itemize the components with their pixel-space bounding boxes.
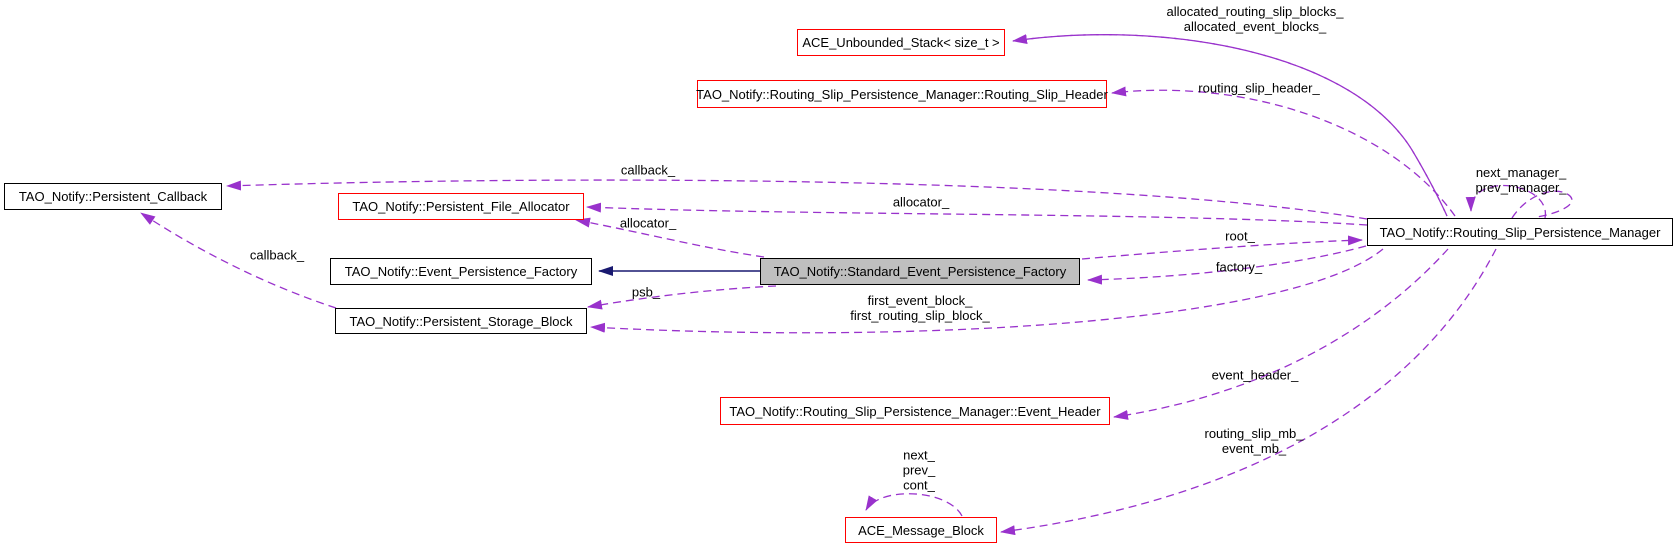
edge-allocator-right xyxy=(586,202,1368,226)
edge-manager-self-loop-strand xyxy=(1511,190,1573,219)
edge-label-routing-slip-mb: routing_slip_mb_ xyxy=(1204,426,1304,441)
edge-label-event-mb: event_mb_ xyxy=(1221,441,1287,456)
edge-label-allocated-line1: allocated_routing_slip_blocks_ xyxy=(1166,4,1344,19)
edge-event-header xyxy=(1113,248,1449,420)
edge-first-blocks xyxy=(590,248,1384,334)
edge-label-event-header: event_header_ xyxy=(1211,367,1299,383)
edge-label-routing-slip-header: routing_slip_header_ xyxy=(1198,80,1320,96)
node-routing-slip-header[interactable]: TAO_Notify::Routing_Slip_Persistence_Man… xyxy=(696,80,1108,108)
edge-label-mb: routing_slip_mb_ event_mb_ xyxy=(1204,426,1303,456)
edge-label-next-manager: next_manager_ xyxy=(1475,165,1567,180)
edge-manager-self-loop xyxy=(1465,184,1546,219)
edge-label-prev: prev_ xyxy=(902,462,936,478)
edge-label-callback-lower: callback_ xyxy=(249,247,305,263)
edge-callback-top xyxy=(226,179,1368,220)
edge-label-cont: cont_ xyxy=(903,477,935,493)
node-ace-message-block[interactable]: ACE_Message_Block xyxy=(845,517,997,543)
edge-label-first-routing-slip-block: first_routing_slip_block_ xyxy=(850,308,990,323)
node-event-persistence-factory[interactable]: TAO_Notify::Event_Persistence_Factory xyxy=(330,258,592,285)
node-ace-unbounded-stack[interactable]: ACE_Unbounded_Stack< size_t > xyxy=(797,29,1005,56)
edge-label-psb: psb_ xyxy=(631,284,661,300)
edge-label-first-event-block: first_event_block_ xyxy=(867,293,973,308)
edge-allocator-left xyxy=(575,217,765,258)
edge-label-first-blocks: first_event_block_ first_routing_slip_bl… xyxy=(850,293,989,323)
node-persistent-file-allocator[interactable]: TAO_Notify::Persistent_File_Allocator xyxy=(338,193,584,220)
node-routing-slip-persistence-manager[interactable]: TAO_Notify::Routing_Slip_Persistence_Man… xyxy=(1367,218,1673,246)
edge-label-allocated-blocks: allocated_routing_slip_blocks_ allocated… xyxy=(1166,4,1343,34)
node-standard-event-persistence-factory[interactable]: TAO_Notify::Standard_Event_Persistence_F… xyxy=(760,258,1080,285)
edge-label-message-block-self: next_ prev_ cont_ xyxy=(903,448,936,493)
node-persistent-storage-block[interactable]: TAO_Notify::Persistent_Storage_Block xyxy=(335,308,587,334)
edge-label-allocator-right: allocator_ xyxy=(892,194,950,210)
edge-label-callback-top: callback_ xyxy=(620,162,676,178)
edge-label-allocated-line2: allocated_event_blocks_ xyxy=(1183,19,1327,34)
edge-label-manager-self: next_manager_ prev_manager_ xyxy=(1475,165,1566,195)
edge-label-next: next_ xyxy=(903,447,935,463)
edge-allocated-blocks-arrow xyxy=(1012,34,1448,217)
edge-label-factory: factory_ xyxy=(1215,259,1263,275)
edge-label-allocator-left: allocator_ xyxy=(619,215,677,231)
edge-routing-slip-mb xyxy=(1000,248,1497,536)
node-event-header[interactable]: TAO_Notify::Routing_Slip_Persistence_Man… xyxy=(720,397,1110,425)
edge-label-root: root_ xyxy=(1225,228,1255,244)
edge-psb xyxy=(587,285,777,310)
edge-label-prev-manager: prev_manager_ xyxy=(1475,180,1567,195)
edge-allocated-blocks xyxy=(1012,34,1448,217)
edge-callback-lower xyxy=(140,212,337,309)
edge-message-block-self-loop xyxy=(865,493,963,517)
edge-routing-slip-header xyxy=(1111,86,1456,217)
edge-factory xyxy=(1087,245,1367,285)
node-persistent-callback[interactable]: TAO_Notify::Persistent_Callback xyxy=(4,183,222,210)
edge-root xyxy=(1081,235,1363,260)
